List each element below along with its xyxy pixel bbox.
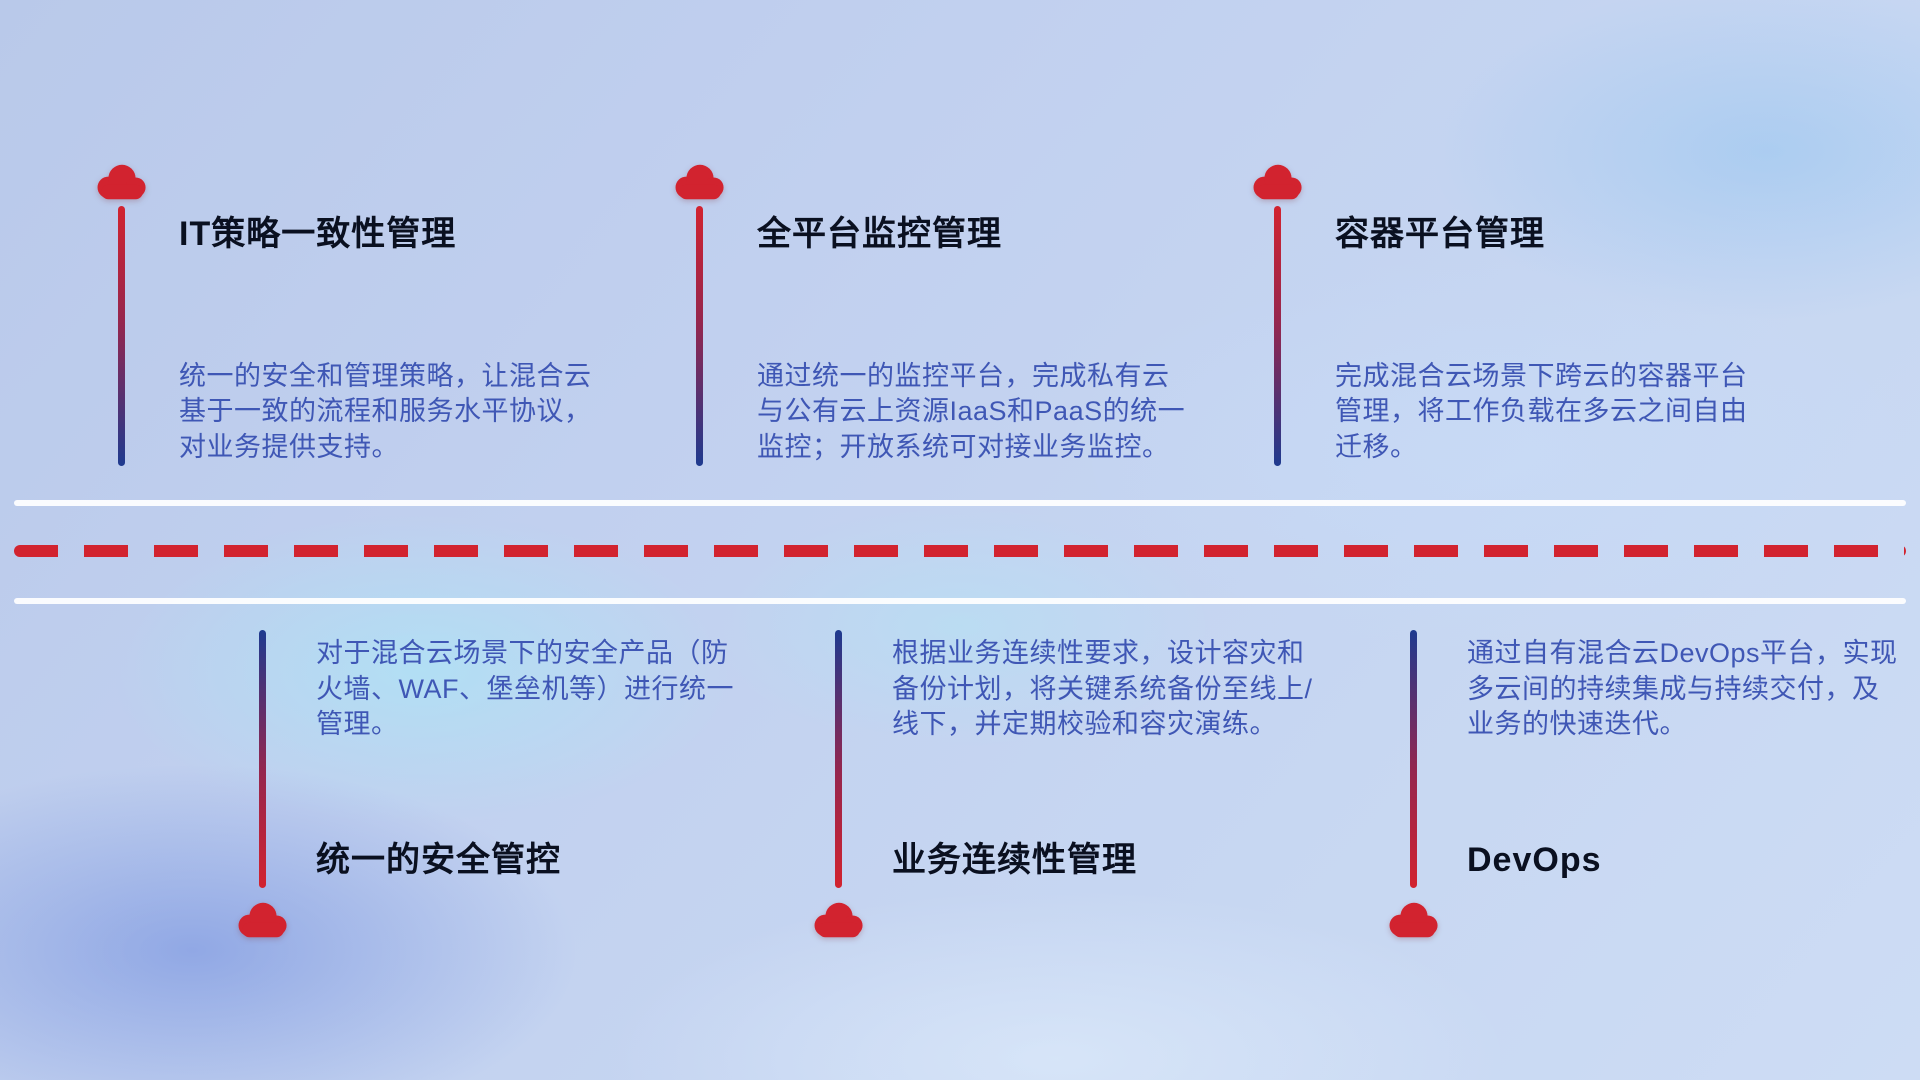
feature-description: 统一的安全和管理策略，让混合云基于一致的流程和服务水平协议，对业务提供支持。: [179, 360, 592, 463]
feature-full-platform-monitoring: 全平台监控管理 通过统一的监控平台，完成私有云与公有云上资源IaaS和PaaS的…: [671, 160, 1211, 480]
feature-description: 根据业务连续性要求，设计容灾和备份计划，将关键系统备份至线上/线下，并定期校验和…: [892, 638, 1313, 740]
feature-description: 通过自有混合云DevOps平台，实现多云间的持续集成与持续交付，及业务的快速迭代…: [1467, 638, 1898, 740]
feature-devops: 通过自有混合云DevOps平台，实现多云间的持续集成与持续交付，及业务的快速迭代…: [1385, 630, 1920, 960]
feature-description: 对于混合云场景下的安全产品（防火墙、WAF、堡垒机等）进行统一管理。: [316, 638, 734, 740]
road-bottom-line: [14, 598, 1906, 604]
feature-container-platform: 容器平台管理 完成混合云场景下跨云的容器平台管理，将工作负载在多云之间自由迁移。: [1249, 160, 1789, 480]
cloud-icon: [810, 898, 868, 942]
feature-unified-security: 对于混合云场景下的安全产品（防火墙、WAF、堡垒机等）进行统一管理。 统一的安全…: [234, 630, 774, 960]
feature-title: DevOps: [1467, 841, 1602, 879]
feature-title: 业务连续性管理: [892, 841, 1137, 879]
cloud-icon: [1249, 160, 1307, 204]
feature-business-continuity: 根据业务连续性要求，设计容灾和备份计划，将关键系统备份至线上/线下，并定期校验和…: [810, 630, 1350, 960]
feature-description: 通过统一的监控平台，完成私有云与公有云上资源IaaS和PaaS的统一监控；开放系…: [757, 360, 1186, 463]
feature-title: 统一的安全管控: [316, 841, 561, 879]
connector-line: [1410, 630, 1417, 888]
feature-title: 全平台监控管理: [757, 215, 1002, 253]
feature-title: IT策略一致性管理: [179, 215, 457, 253]
cloud-icon: [1385, 898, 1443, 942]
connector-line: [1274, 206, 1281, 466]
feature-description: 完成混合云场景下跨云的容器平台管理，将工作负载在多云之间自由迁移。: [1335, 360, 1748, 463]
road-top-line: [14, 500, 1906, 506]
feature-title: 容器平台管理: [1335, 215, 1545, 253]
connector-line: [835, 630, 842, 888]
cloud-icon: [234, 898, 292, 942]
feature-it-policy-consistency: IT策略一致性管理 统一的安全和管理策略，让混合云基于一致的流程和服务水平协议，…: [93, 160, 633, 480]
connector-line: [118, 206, 125, 466]
connector-line: [259, 630, 266, 888]
connector-line: [696, 206, 703, 466]
cloud-icon: [93, 160, 151, 204]
cloud-icon: [671, 160, 729, 204]
road-dashed-centerline: [14, 545, 1906, 557]
